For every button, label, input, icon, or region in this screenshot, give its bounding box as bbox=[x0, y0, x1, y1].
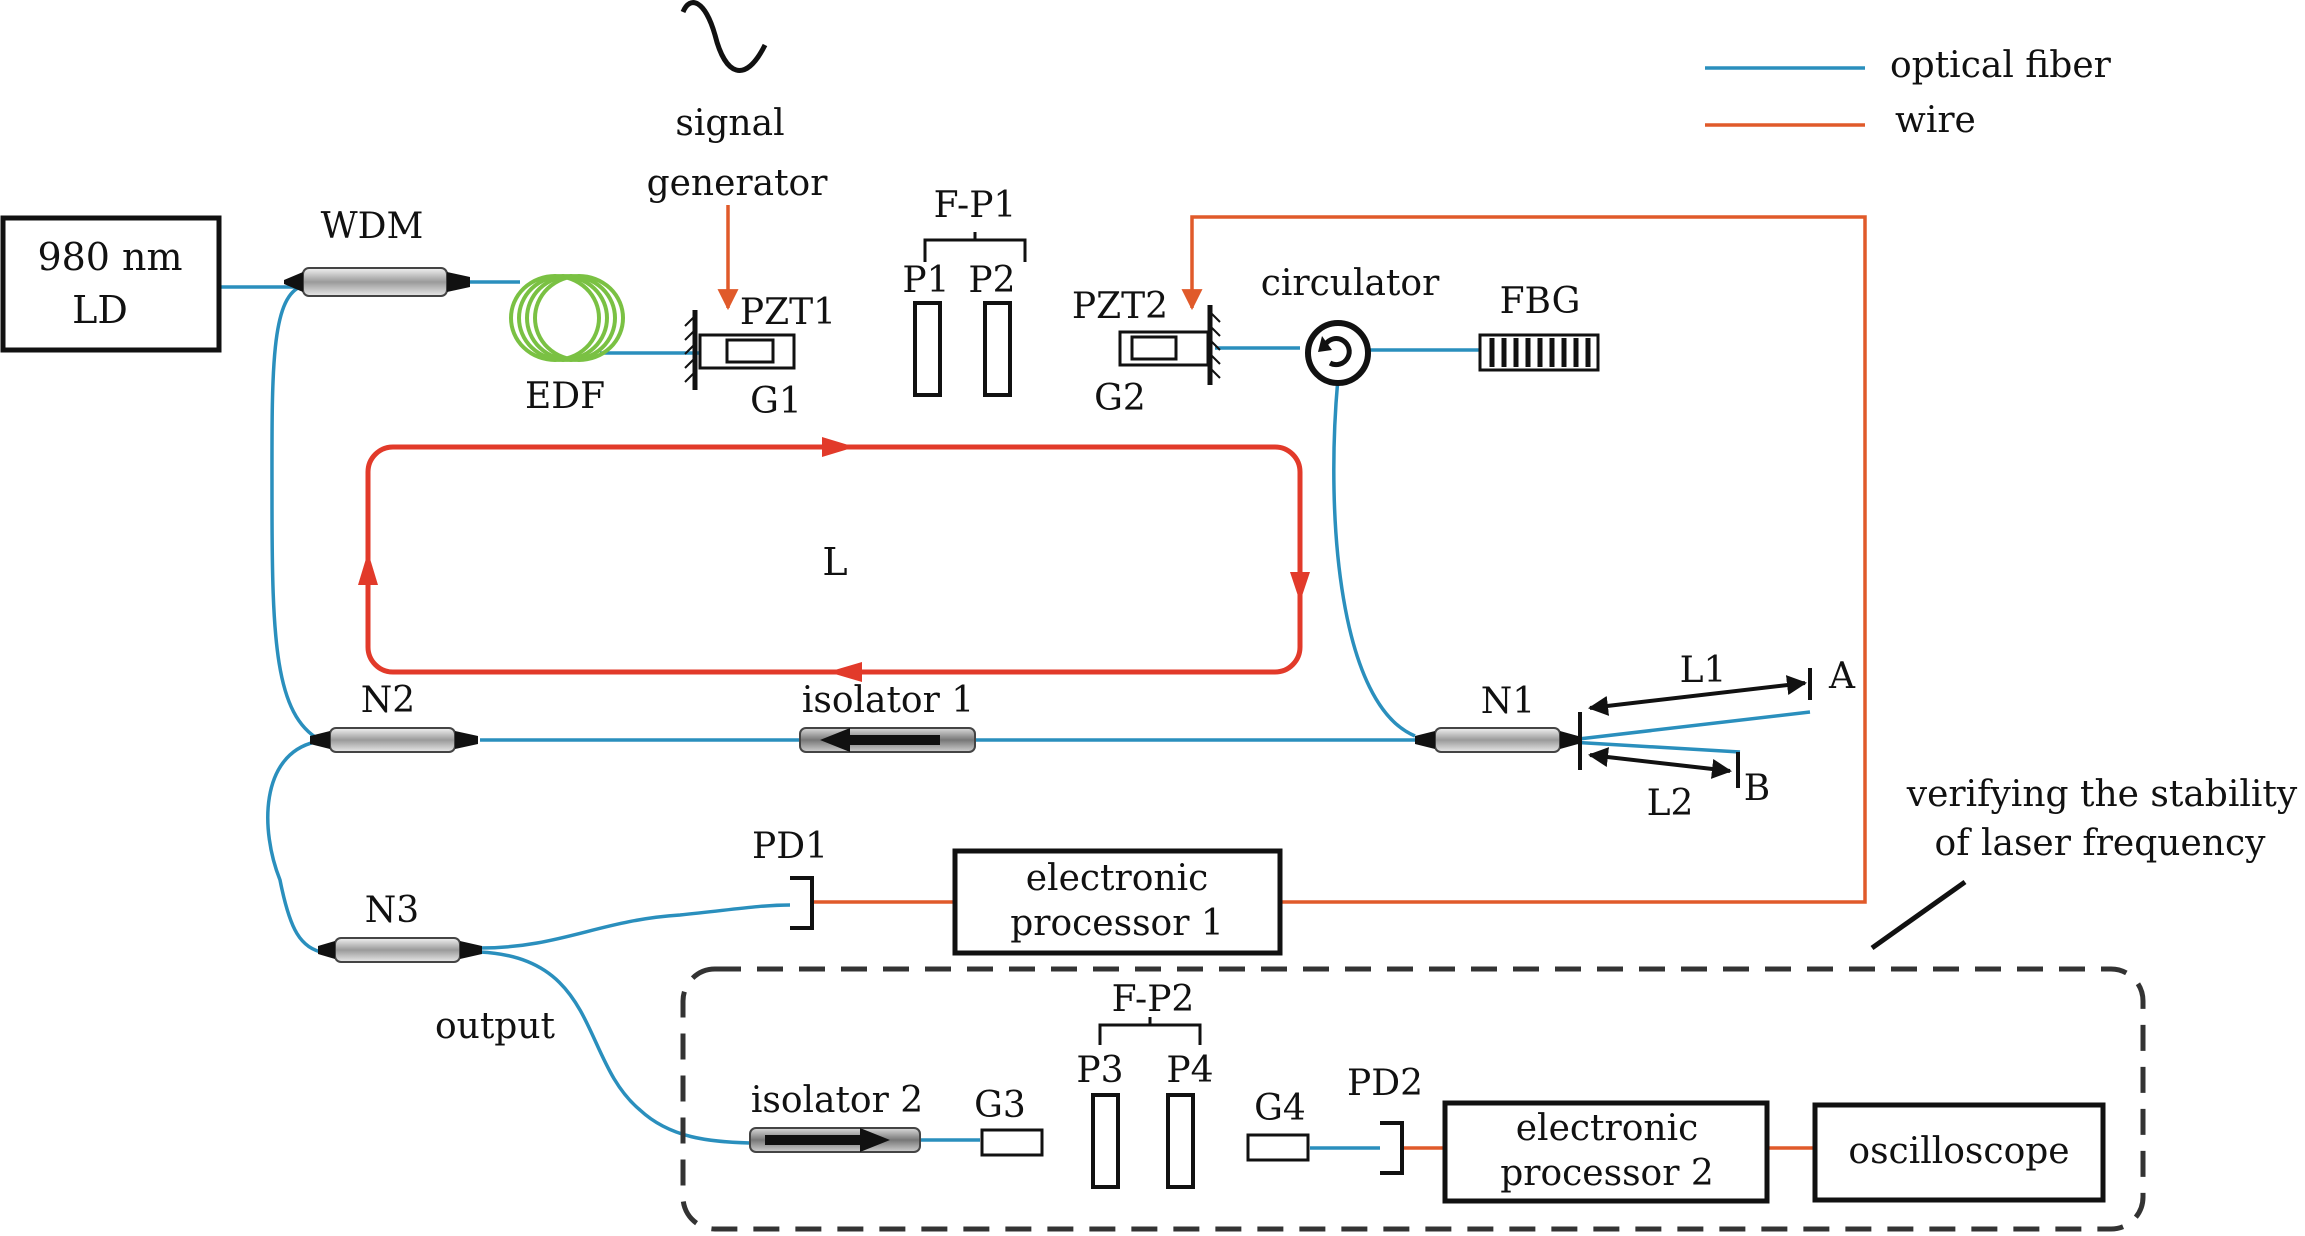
coupler-n1: N1 bbox=[1415, 681, 1578, 753]
pzt2-mount: PZT2 G2 bbox=[1072, 286, 1221, 419]
a-label: A bbox=[1828, 656, 1856, 697]
p4-label: P4 bbox=[1166, 1050, 1213, 1091]
circulator: circulator bbox=[1261, 263, 1440, 386]
cavity-loop: L bbox=[358, 437, 1310, 682]
laser-diode-box: 980 nm LD bbox=[0, 215, 222, 353]
oscilloscope: oscilloscope bbox=[1812, 1102, 2106, 1203]
signal-generator: signal generator bbox=[647, 0, 829, 204]
edf-coil: EDF bbox=[509, 274, 625, 417]
fp1-label: F-P1 bbox=[934, 185, 1017, 226]
isolator-1: isolator 1 bbox=[799, 680, 976, 753]
coupler-n3: N3 bbox=[318, 890, 482, 963]
fbg: FBG bbox=[1478, 281, 1600, 372]
pzt1-mount: PZT1 G1 bbox=[684, 292, 836, 422]
loop-label: L bbox=[822, 540, 847, 584]
photodetector-2: PD2 bbox=[1347, 1063, 1423, 1175]
verify-line1: verifying the stability bbox=[1906, 774, 2298, 815]
pzt1-label: PZT1 bbox=[740, 292, 836, 333]
fbg-label: FBG bbox=[1500, 281, 1581, 322]
arm-lengths: L1 L2 A B bbox=[1578, 650, 1856, 824]
output-label: output bbox=[435, 1006, 556, 1047]
pd2-label: PD2 bbox=[1347, 1063, 1423, 1104]
l2-label: L2 bbox=[1647, 783, 1694, 824]
mirror-p4 bbox=[1166, 1093, 1195, 1189]
photodetector-1: PD1 bbox=[752, 826, 828, 930]
verify-annotation: verifying the stability of laser frequen… bbox=[1870, 774, 2298, 951]
electronic-processor-1: electronic processor 1 bbox=[952, 848, 1283, 956]
isolator2-label: isolator 2 bbox=[751, 1080, 923, 1121]
g3-label: G3 bbox=[974, 1085, 1026, 1126]
n3-label: N3 bbox=[365, 890, 419, 931]
ep2-line2: processor 2 bbox=[1500, 1153, 1714, 1194]
legend: optical fiber wire bbox=[1705, 45, 2112, 141]
ld-line2: LD bbox=[72, 288, 128, 332]
verification-dashed-box bbox=[680, 966, 2146, 1232]
circulator-label: circulator bbox=[1261, 263, 1440, 304]
ep2-line1: electronic bbox=[1516, 1108, 1699, 1149]
signal-generator-line2: generator bbox=[647, 163, 829, 204]
wire-paths bbox=[717, 205, 1867, 1150]
edf-label: EDF bbox=[525, 376, 605, 417]
l1-label: L1 bbox=[1680, 650, 1727, 691]
legend-fiber-label: optical fiber bbox=[1890, 45, 2112, 86]
mirror-p3 bbox=[1091, 1093, 1120, 1189]
b-label: B bbox=[1744, 768, 1770, 809]
coupler-n2: N2 bbox=[310, 680, 478, 753]
circulator-arrow-icon bbox=[1322, 336, 1352, 368]
mirror-p1 bbox=[913, 301, 942, 397]
sine-wave-icon bbox=[680, 0, 768, 73]
verify-line2: of laser frequency bbox=[1935, 823, 2267, 864]
oscilloscope-label: oscilloscope bbox=[1848, 1131, 2069, 1172]
collimator-g3: G3 bbox=[974, 1085, 1044, 1157]
g4-label: G4 bbox=[1254, 1088, 1306, 1129]
ep1-line1: electronic bbox=[1026, 858, 1209, 899]
electronic-processor-2: electronic processor 2 bbox=[1442, 1100, 1770, 1204]
p1-label: P1 bbox=[902, 260, 949, 301]
ld-line1: 980 nm bbox=[37, 235, 182, 279]
n2-label: N2 bbox=[361, 680, 415, 721]
n1-label: N1 bbox=[1481, 681, 1535, 722]
g2-label: G2 bbox=[1094, 378, 1146, 419]
legend-wire-label: wire bbox=[1895, 100, 1976, 141]
fabry-perot-2: F-P2 P3 P4 bbox=[1076, 979, 1214, 1189]
p3-label: P3 bbox=[1076, 1050, 1123, 1091]
fabry-perot-1: F-P1 P1 P2 bbox=[902, 185, 1027, 397]
collimator-g4: G4 bbox=[1246, 1088, 1310, 1162]
ep1-line2: processor 1 bbox=[1010, 903, 1224, 944]
wdm-label: WDM bbox=[321, 206, 424, 247]
signal-generator-line1: signal bbox=[675, 103, 784, 144]
isolator1-label: isolator 1 bbox=[802, 680, 974, 721]
isolator-2: isolator 2 bbox=[749, 1080, 923, 1153]
pd1-label: PD1 bbox=[752, 826, 828, 867]
fiber-paths bbox=[220, 280, 1811, 1150]
pzt2-label: PZT2 bbox=[1072, 286, 1168, 327]
fp2-label: F-P2 bbox=[1112, 979, 1195, 1020]
g1-label: G1 bbox=[750, 381, 802, 422]
mirror-p2 bbox=[983, 301, 1012, 397]
wdm-coupler: WDM bbox=[284, 206, 470, 297]
p2-label: P2 bbox=[968, 260, 1015, 301]
